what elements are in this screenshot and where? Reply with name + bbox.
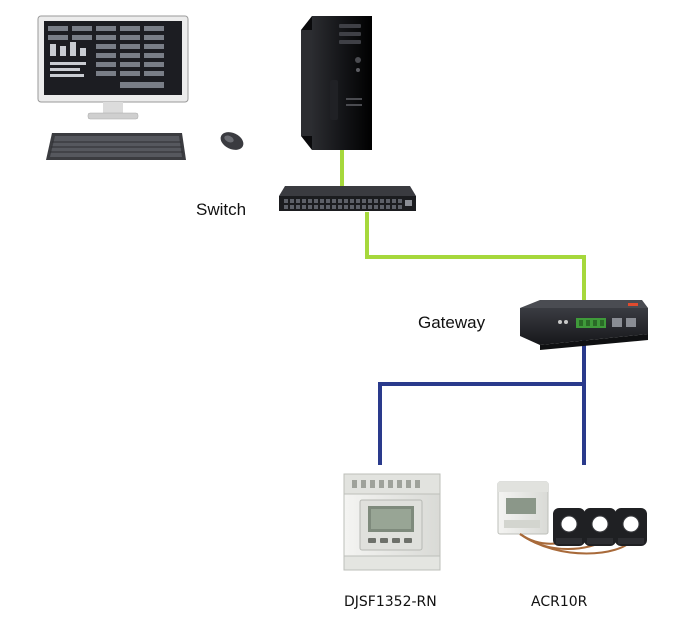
djsf1352-rn-label: DJSF1352-RN: [344, 594, 437, 610]
acr10r-label: ACR10R: [531, 594, 588, 610]
gateway-label: Gateway: [418, 313, 486, 332]
current-transformer-icon: [584, 508, 616, 546]
ethernet-link-switch-gateway: [365, 212, 586, 302]
network-switch-icon: [279, 186, 416, 211]
current-transformer-icon: [615, 508, 647, 546]
desktop-computer-icon: [37, 15, 189, 120]
keyboard-icon: [46, 133, 186, 160]
gateway-device-icon: [520, 300, 648, 350]
mouse-icon: [220, 132, 244, 150]
energy-meter-with-ct-icon: [497, 481, 647, 555]
workstation: [37, 15, 244, 160]
tower-server-icon: [301, 16, 372, 150]
din-rail-meter-icon: [343, 473, 441, 571]
connections: [340, 150, 586, 465]
switch-label: Switch: [196, 200, 247, 219]
rs485-branch-djsf: [378, 382, 584, 465]
current-transformer-icon: [553, 508, 585, 546]
